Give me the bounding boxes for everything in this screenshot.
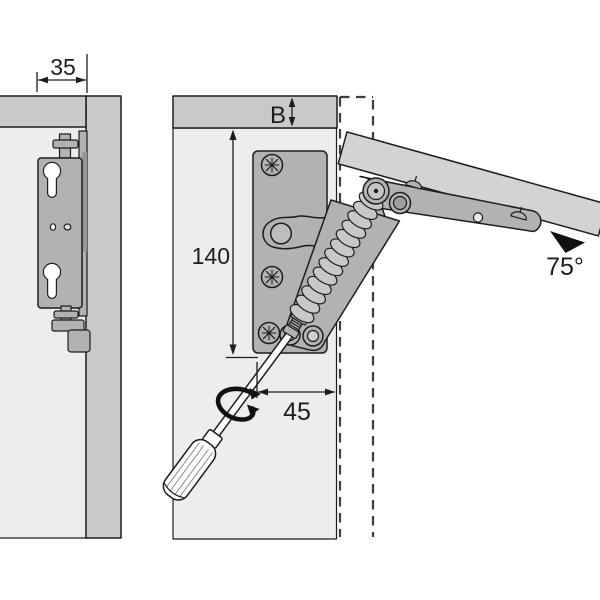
dim-45-label: 45	[283, 398, 311, 426]
side-view-top-panel	[0, 95, 87, 128]
edge-flange-shadow	[82, 152, 87, 252]
front-view: B	[162, 95, 600, 540]
dim-45-arrow-left	[258, 388, 268, 396]
dim-B-arrow-up	[288, 97, 296, 107]
plate-screw-bottom	[257, 321, 281, 345]
dim-B-label: B	[270, 102, 286, 129]
pivot-ring-right	[302, 325, 324, 347]
dim-B-arrow-down	[288, 117, 296, 127]
flap-arm-pivot	[362, 177, 390, 205]
dim-45: 45	[256, 362, 335, 426]
screwdriver-handle-cap	[164, 483, 184, 499]
side-view	[0, 95, 122, 539]
keyhole-slot-top	[42, 161, 62, 198]
bottom-lug	[67, 329, 91, 353]
plate-screw-middle	[260, 265, 284, 289]
top-peg	[52, 133, 79, 159]
opening-angle-arrow	[550, 231, 585, 253]
lever-arm-hole	[269, 222, 293, 245]
dim-140: 140	[192, 129, 258, 359]
flap-arm-rivet	[388, 191, 412, 215]
dim-45-arrow-right	[325, 388, 335, 396]
dim-B: B	[270, 97, 296, 129]
adjuster-nut	[282, 324, 300, 339]
rotation-arrow	[215, 386, 261, 422]
tension-spring	[282, 191, 384, 339]
dim-35-arrow-left	[38, 76, 48, 84]
flap-screw-right	[510, 206, 527, 221]
spring-coils	[289, 191, 384, 324]
dim-140-label: 140	[192, 243, 230, 269]
dim-140-arrow-up	[229, 129, 237, 140]
dim-35-label: 35	[50, 54, 76, 80]
plate-screw-top	[260, 153, 284, 177]
flap-arm-hole	[472, 212, 484, 223]
mounting-plate-side	[37, 157, 83, 309]
side-view-side-panel	[85, 95, 122, 539]
screwdriver	[162, 331, 294, 501]
plate-small-hole-left	[49, 223, 57, 231]
opening-angle: 75°	[546, 231, 585, 281]
opening-angle-label: 75°	[546, 253, 584, 281]
dim-35: 35	[36, 54, 88, 93]
keyhole-slot-bottom	[42, 262, 62, 299]
plate-small-hole-right	[63, 223, 72, 231]
bottom-bar	[51, 319, 85, 332]
cabinet-top-panel	[172, 95, 338, 129]
screwdriver-handle	[162, 438, 217, 501]
screwdriver-handle-ribs	[166, 442, 214, 497]
dim-140-arrow-down	[229, 344, 237, 355]
flap-screw-left	[405, 175, 422, 190]
dim-35-arrow-right	[76, 76, 86, 84]
